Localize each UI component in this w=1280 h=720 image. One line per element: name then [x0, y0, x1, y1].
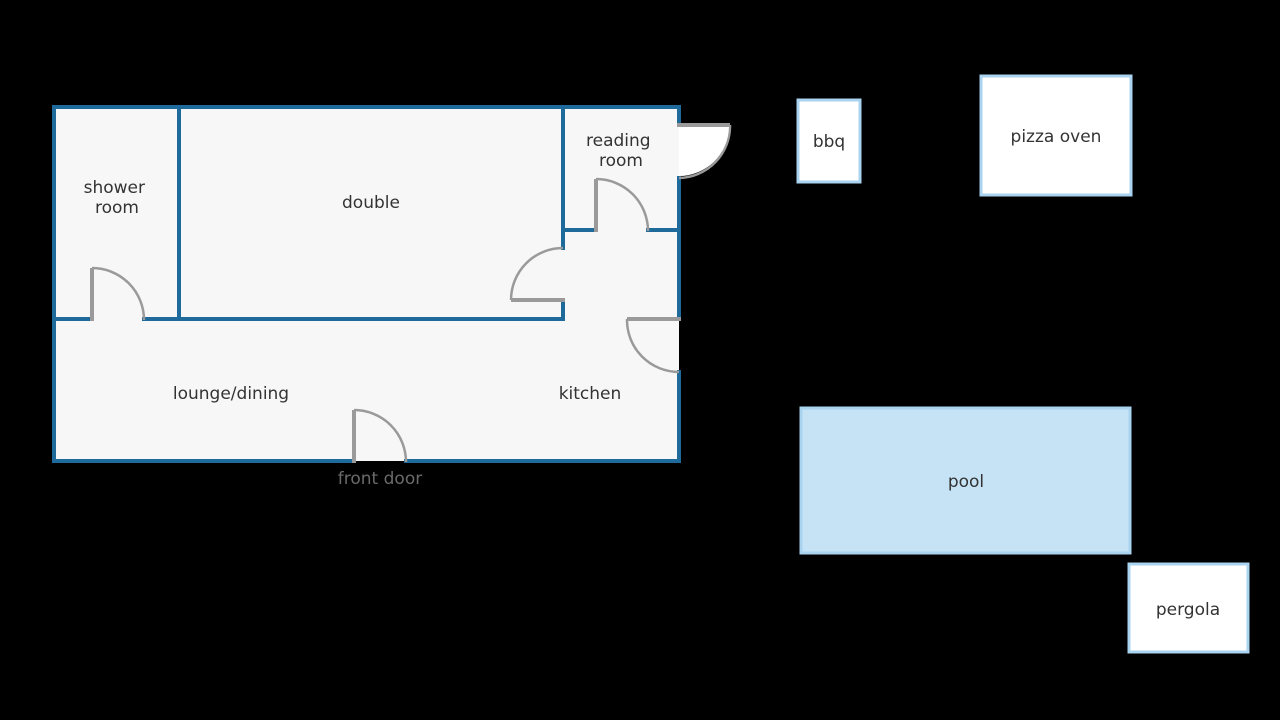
outdoor-pool: pool: [799, 406, 1132, 555]
outdoor-pizza-oven: pizza oven: [979, 74, 1133, 197]
svg-text:bbq: bbq: [813, 132, 845, 152]
outdoor-bbq: bbq: [796, 98, 862, 184]
walls: [52, 105, 681, 463]
outdoor-pergola: pergola: [1127, 562, 1250, 654]
svg-text:pizza oven: pizza oven: [1011, 127, 1102, 147]
room-label-lounge-dining: lounge/dining: [173, 384, 289, 404]
room-label-shower-room: shower room: [84, 178, 151, 218]
room-label-kitchen: kitchen: [559, 384, 622, 404]
svg-text:pergola: pergola: [1156, 600, 1220, 620]
room-label-reading-room: reading room: [586, 131, 656, 171]
door-reading-room[interactable]: [594, 177, 650, 232]
svg-text:pool: pool: [948, 472, 984, 492]
door-shower-room[interactable]: [90, 266, 146, 321]
front-door[interactable]: [352, 408, 408, 463]
door-double[interactable]: [509, 246, 565, 302]
house-floor: [54, 107, 679, 461]
door-kitchen-exterior[interactable]: [625, 317, 681, 374]
room-label-double: double: [342, 193, 400, 213]
door-reading-room-exterior[interactable]: [677, 123, 732, 180]
front-door-label: front door: [338, 469, 422, 489]
